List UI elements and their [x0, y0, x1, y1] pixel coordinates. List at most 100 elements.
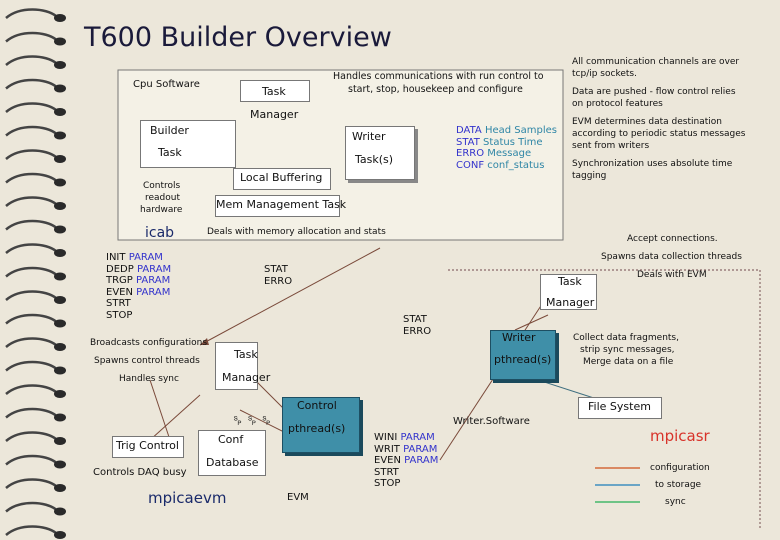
binding-ring	[5, 8, 57, 20]
binding-hole	[54, 61, 66, 69]
data-type-data: DATA Head Samples	[456, 125, 557, 136]
data-type-stat: STAT Status Time	[456, 136, 543, 148]
controls-readout-3: hardware	[140, 205, 183, 215]
binding-ring	[5, 290, 57, 302]
binding-ring	[5, 219, 57, 231]
binding-ring	[5, 196, 57, 208]
control-label: Control	[297, 399, 337, 412]
controls-readout-2: readout	[145, 193, 181, 203]
stat-label-2: STAT	[403, 314, 427, 325]
binding-hole	[54, 507, 66, 516]
collect-line3: Merge data on a file	[583, 357, 674, 367]
param-trgp: TRGP PARAM	[106, 275, 171, 286]
note-evm-1: EVM determines data destination	[572, 117, 722, 127]
conf-database-box	[198, 430, 266, 476]
mpicasr-label: mpicasr	[650, 427, 710, 445]
local-buffering-label: Local Buffering	[240, 171, 323, 184]
binding-ring	[5, 102, 57, 114]
binding-hole	[54, 37, 66, 46]
writer-manager-label: Manager	[546, 296, 595, 309]
binding-hole	[54, 225, 66, 234]
erro-label-2: ERRO	[403, 326, 432, 337]
evm-manager-label: Manager	[222, 371, 271, 384]
binding-ring	[5, 360, 57, 372]
local-buffering-box	[233, 168, 331, 190]
collect-line2: strip sync messages,	[580, 345, 675, 355]
erro-label-1: ERRO	[264, 276, 293, 287]
binding-hole	[54, 14, 66, 22]
config-arrow-1	[199, 247, 381, 346]
param-stop-2: STOP	[374, 478, 401, 489]
file-system-label: File System	[588, 400, 651, 413]
param-init: INIT PARAM	[106, 252, 163, 263]
slide-title: T600 Builder Overview	[84, 22, 392, 53]
binding-ring	[5, 478, 57, 490]
broadcasts-label: Broadcasts configurations	[90, 338, 208, 348]
handles-sync-label: Handles sync	[119, 374, 179, 384]
storage-arrow-1	[531, 377, 601, 401]
writer-task-manager-box	[540, 274, 597, 310]
note-tcp-1: All communication channels are over	[572, 57, 740, 67]
cpu-software-label: Cpu Software	[133, 79, 200, 90]
builder-task-label: Task	[158, 146, 182, 159]
cpu-task-box	[240, 80, 310, 102]
binding-hole	[54, 84, 66, 93]
param-strt-2: STRT	[374, 466, 399, 478]
deals-evm-label: Deals with EVM	[637, 270, 707, 280]
binding-hole	[54, 319, 66, 328]
binding-ring	[5, 125, 57, 137]
note-sync-1: Synchronization uses absolute time	[572, 159, 733, 169]
deals-memory-label: Deals with memory allocation and stats	[207, 227, 386, 237]
param-strt: STRT	[106, 298, 131, 309]
cpu-task-label: Task	[262, 85, 286, 98]
legend-storage: to storage	[655, 480, 702, 490]
database-label: Database	[206, 456, 259, 469]
spawns-collection-label: Spawns data collection threads	[601, 252, 742, 262]
binding-ring	[5, 501, 57, 513]
binding-hole	[54, 155, 66, 163]
builder-box	[140, 120, 236, 168]
trig-control-label: Trig Control	[116, 439, 179, 452]
params-left-list: INIT PARAM DEDP PARAM TRGP PARAM EVEN PA…	[106, 252, 171, 321]
config-arrow-3	[149, 394, 201, 441]
arrowhead-1	[200, 338, 209, 345]
binding-hole	[54, 296, 66, 304]
param-dedp: DEDP PARAM	[106, 263, 172, 275]
binding-ring	[5, 454, 57, 466]
file-system-box	[578, 397, 662, 419]
binding-ring	[5, 525, 57, 537]
icab-label: icab	[145, 225, 175, 241]
param-even: EVEN PARAM	[106, 286, 171, 298]
evm-task-label: Task	[234, 348, 258, 361]
binding-ring	[5, 172, 57, 184]
writer-tasks-label: Task(s)	[355, 153, 394, 166]
binding-hole	[54, 366, 66, 375]
spiral-binding	[5, 8, 66, 539]
handles-comm-line2: start, stop, housekeep and configure	[348, 84, 523, 95]
binding-hole	[54, 460, 66, 469]
spawns-control-label: Spawns control threads	[94, 356, 200, 366]
cpu-manager-label: Manager	[250, 108, 299, 121]
controls-daq-label: Controls DAQ busy	[93, 467, 187, 478]
binding-hole	[54, 272, 66, 281]
config-arrow-2	[149, 379, 171, 441]
writer-software-label: Writer.Software	[453, 416, 530, 427]
evm-small-label: EVM	[287, 492, 309, 503]
writer-task-label: Task	[558, 275, 582, 288]
note-sync-2: tagging	[572, 171, 607, 181]
binding-hole	[54, 202, 66, 210]
writer-frame	[448, 269, 761, 530]
binding-ring	[5, 266, 57, 278]
note-tcp-2: tcp/ip sockets.	[572, 69, 637, 79]
binding-hole	[54, 131, 66, 140]
writer-pthreads-label: pthread(s)	[494, 353, 552, 366]
garbled-glyphs: ␠␠␠	[230, 411, 274, 432]
config-arrow-7	[514, 314, 549, 331]
binding-hole	[54, 343, 66, 351]
binding-hole	[54, 178, 66, 187]
mem-management-label: Mem Management Task	[216, 198, 347, 211]
mem-management-box	[215, 195, 340, 217]
collect-line1: Collect data fragments,	[573, 333, 679, 343]
data-type-erro: ERRO Message	[456, 148, 532, 159]
